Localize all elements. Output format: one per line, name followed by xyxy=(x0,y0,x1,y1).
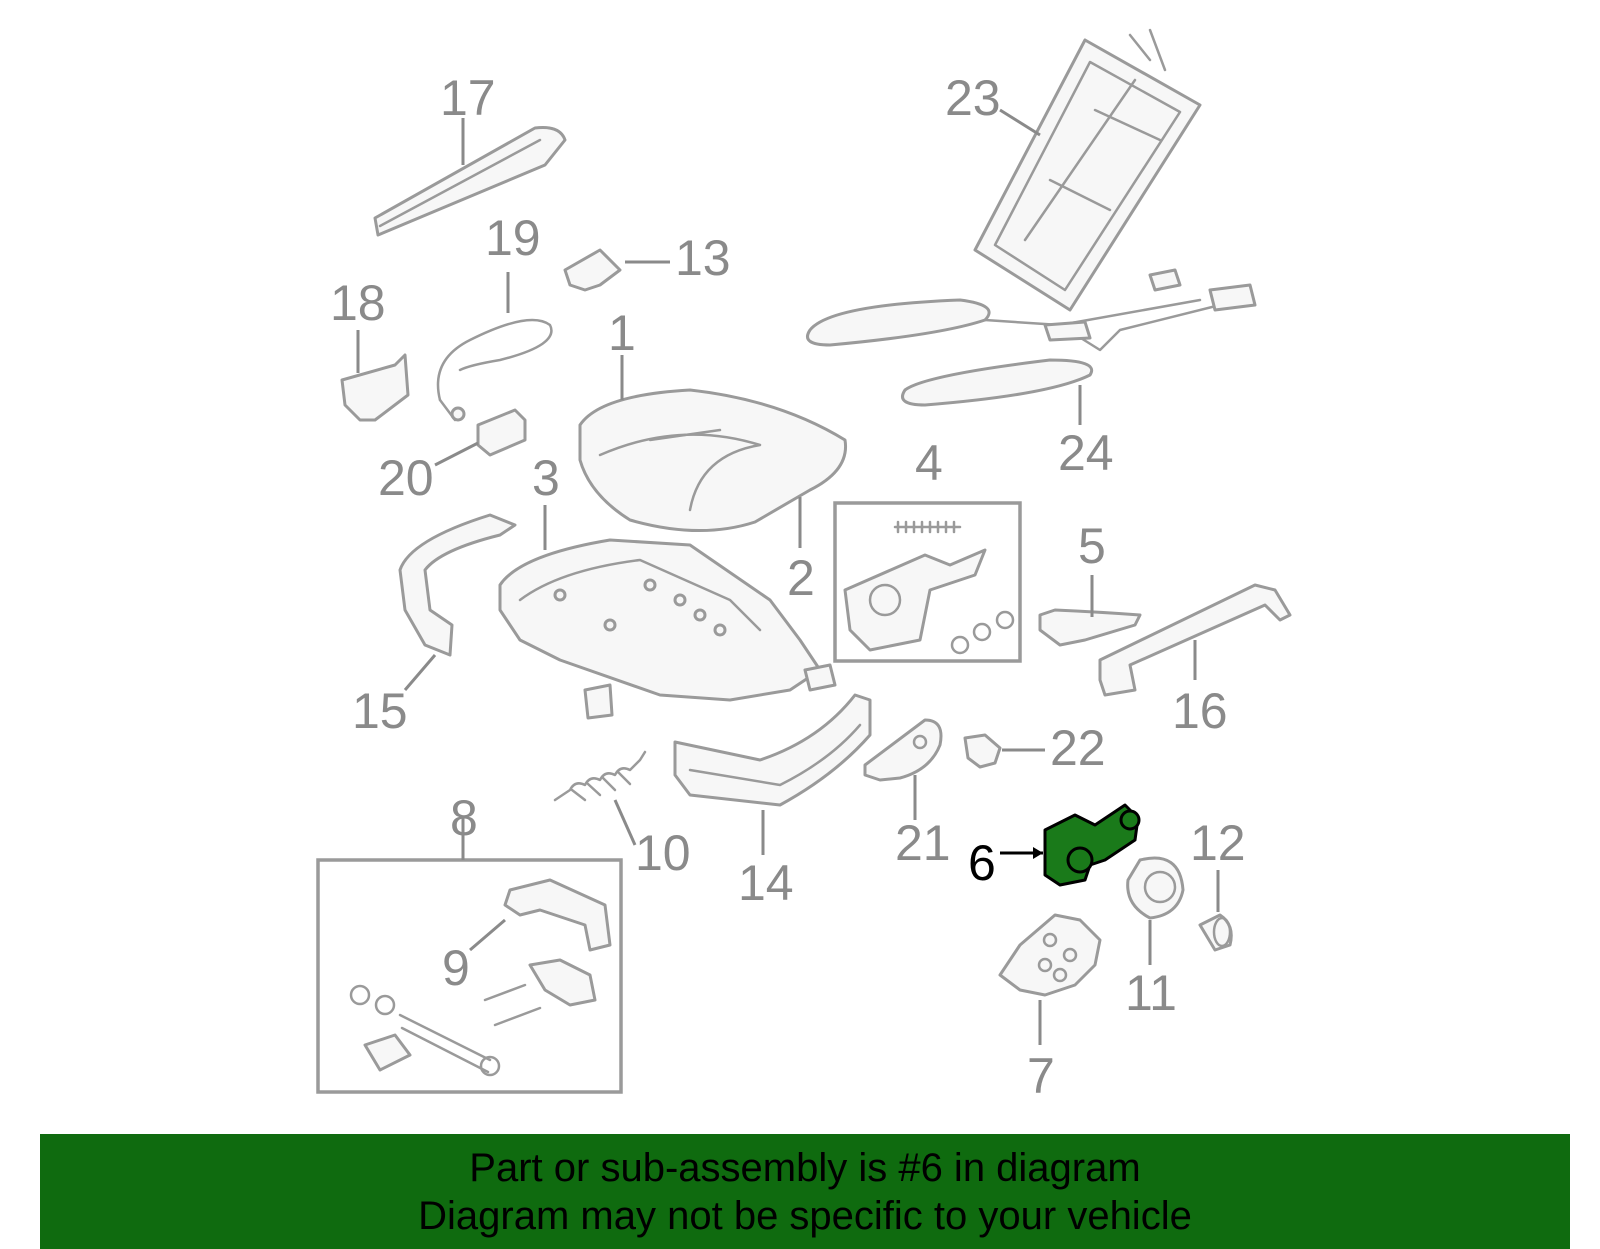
callout-16: 16 xyxy=(1172,683,1228,739)
banner-line-1: Part or sub-assembly is #6 in diagram xyxy=(469,1145,1141,1190)
part-24[interactable] xyxy=(806,268,1257,407)
callout-10: 10 xyxy=(635,825,691,881)
part-1[interactable] xyxy=(578,388,848,532)
callout-5: 5 xyxy=(1078,518,1106,574)
part-23[interactable] xyxy=(973,28,1202,312)
callout-20: 20 xyxy=(378,450,434,506)
callout-9: 9 xyxy=(442,940,470,996)
part-12[interactable] xyxy=(1198,913,1233,952)
part-8[interactable] xyxy=(316,858,623,1094)
part-14[interactable] xyxy=(673,693,872,807)
part-11[interactable] xyxy=(1126,856,1185,920)
callout-21: 21 xyxy=(895,815,951,871)
callout-12: 12 xyxy=(1190,815,1246,871)
info-banner: Part or sub-assembly is #6 in diagram Di… xyxy=(40,1134,1570,1249)
callout-23: 23 xyxy=(945,70,1001,126)
part-4[interactable] xyxy=(833,501,1022,663)
part-22[interactable] xyxy=(963,733,1002,769)
callout-22: 22 xyxy=(1050,720,1106,776)
part-5[interactable] xyxy=(1038,608,1142,647)
part-19[interactable] xyxy=(436,318,553,422)
callout-24: 24 xyxy=(1058,425,1114,481)
part-15[interactable] xyxy=(398,513,517,657)
part-16[interactable] xyxy=(1098,583,1292,697)
part-6[interactable] xyxy=(1043,803,1141,887)
callout-3: 3 xyxy=(532,450,560,506)
callout-18: 18 xyxy=(330,275,386,331)
part-7[interactable] xyxy=(998,913,1102,997)
part-18[interactable] xyxy=(340,353,410,422)
callout-11: 11 xyxy=(1125,965,1177,1021)
part-17[interactable] xyxy=(373,126,567,237)
part-10[interactable] xyxy=(553,750,647,802)
callout-2: 2 xyxy=(787,550,815,606)
callout-13: 13 xyxy=(675,230,731,286)
callout-14: 14 xyxy=(738,855,794,911)
part-20[interactable] xyxy=(476,408,527,457)
callout-7: 7 xyxy=(1027,1048,1055,1104)
part-13[interactable] xyxy=(563,248,622,292)
callout-17: 17 xyxy=(440,70,496,126)
part-21[interactable] xyxy=(863,718,943,782)
callout-15: 15 xyxy=(352,683,408,739)
callout-8: 8 xyxy=(450,790,478,846)
callout-6: 6 xyxy=(968,835,996,891)
callout-4: 4 xyxy=(915,435,943,491)
callout-1: 1 xyxy=(608,305,636,361)
callout-19: 19 xyxy=(485,210,541,266)
banner-line-2: Diagram may not be specific to your vehi… xyxy=(418,1193,1192,1238)
part-3[interactable] xyxy=(498,538,837,720)
